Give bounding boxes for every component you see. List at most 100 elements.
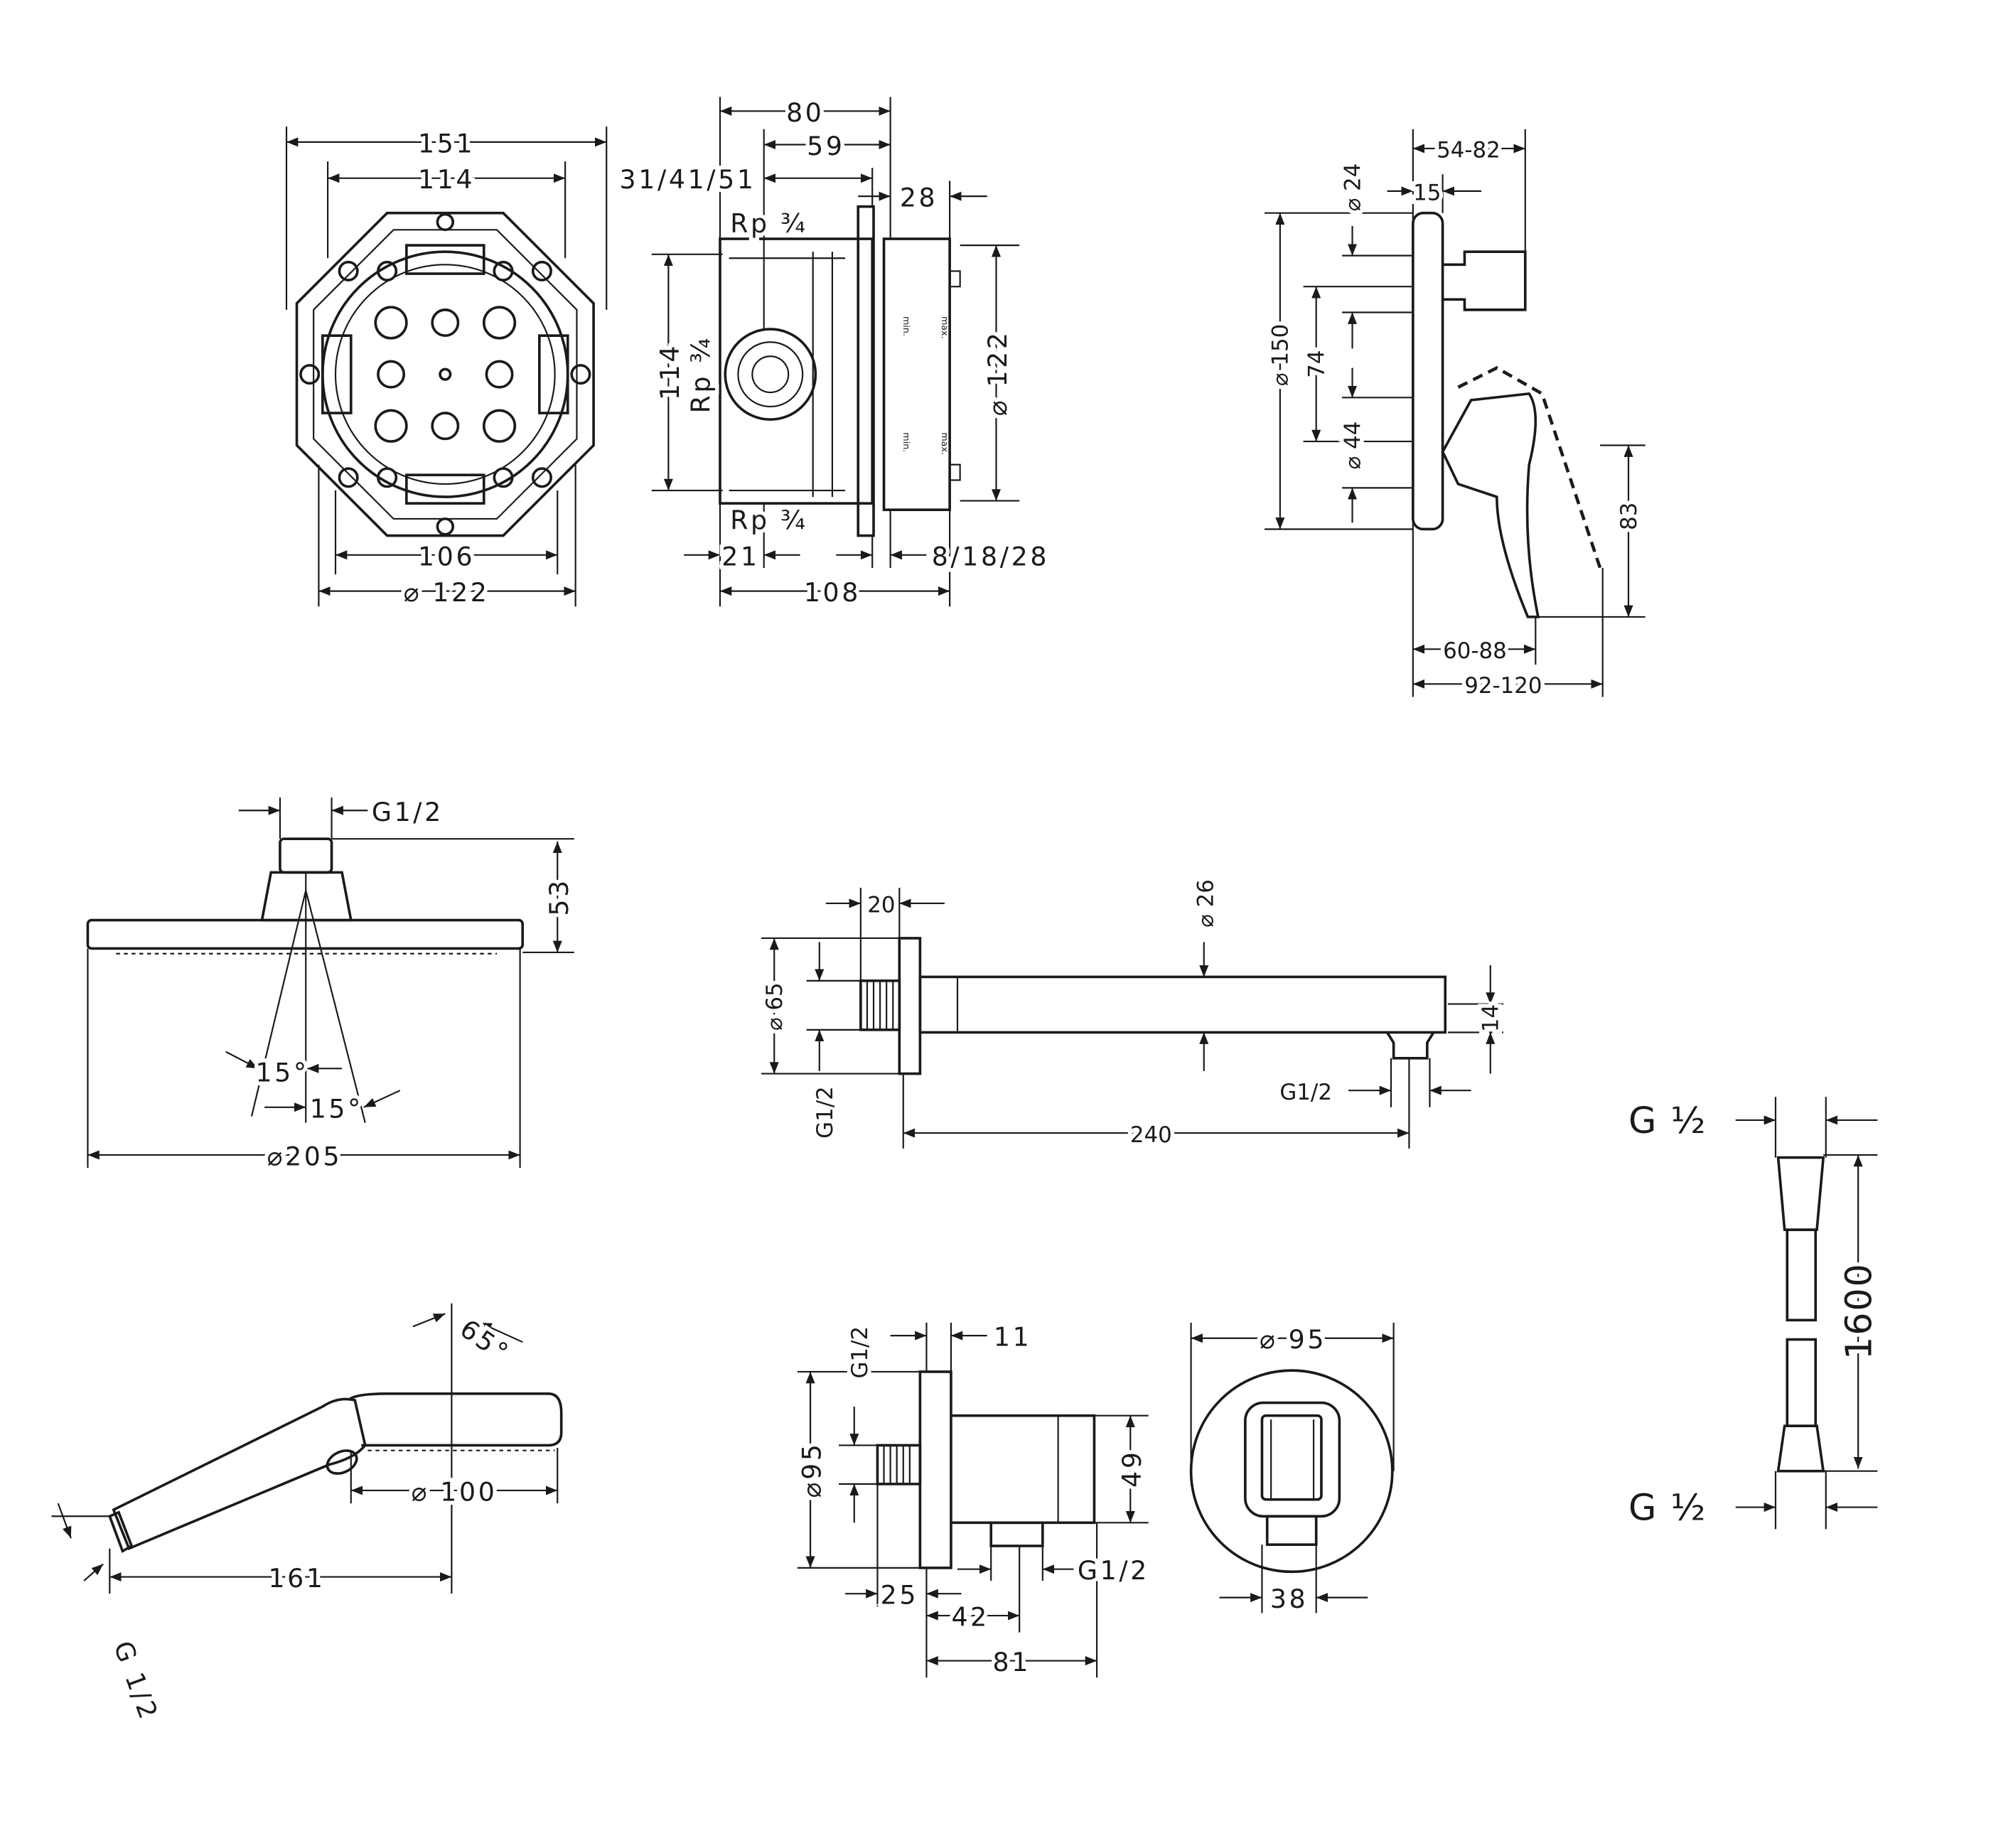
spray-angle-lines	[250, 872, 366, 1123]
lever-alternate-position	[1457, 365, 1602, 569]
dim-65: ⌀ 65	[762, 982, 788, 1031]
thread-g12: G1/2	[372, 797, 444, 827]
dim-42: 42	[951, 1602, 989, 1633]
outlet-connector	[989, 1521, 1044, 1547]
mounting-box-front-view: 151 114 106 ⌀ 122	[285, 124, 608, 612]
thread-top: G ½	[1628, 1100, 1707, 1141]
box-ring-inner	[334, 264, 556, 485]
angle-15-2: 15°	[310, 1093, 363, 1124]
mixer-side-view: 54-82 15 ⌀ 24 ⌀ 150 74 ⌀ 44 83 60-88 92-…	[1264, 129, 1646, 702]
shower-nut	[279, 837, 333, 874]
wall-outlet-side-view: G1/2 11 ⌀95 49 25 42 G1/2 81	[793, 1318, 1151, 1681]
thread-g12: G 1/2	[107, 1637, 164, 1725]
box-plate	[857, 205, 875, 537]
thread-wall: G1/2	[847, 1326, 873, 1379]
dim-114: 114	[655, 343, 685, 400]
label-rp-side: Rp ¾	[685, 335, 716, 414]
hand-shower-thread	[108, 1510, 134, 1553]
box-body	[719, 237, 874, 505]
dim-74: 74	[1304, 350, 1330, 377]
dim-53: 53	[544, 878, 574, 915]
thread-outlet: G1/2	[1078, 1555, 1149, 1586]
dim-54-82: 54-82	[1437, 138, 1501, 163]
thread-arrow-a	[57, 1503, 72, 1539]
dim-122: ⌀ 122	[982, 330, 1013, 416]
dim-108: 108	[804, 577, 861, 608]
extension-lines	[1265, 129, 1646, 697]
dim-21: 21	[721, 541, 759, 571]
extension-lines	[651, 97, 1020, 607]
dim-114: 114	[418, 164, 475, 195]
label-min-top: min.	[901, 316, 912, 336]
dim-161: 161	[268, 1563, 325, 1594]
angle-65: 65°	[454, 1314, 515, 1369]
thread-bottom: G ½	[1628, 1487, 1707, 1529]
angle-15-1: 15°	[255, 1057, 308, 1087]
dim-151: 151	[418, 128, 475, 159]
arm-tube	[918, 975, 1447, 1034]
box-ring	[321, 250, 569, 498]
dim-100: ⌀ 100	[412, 1476, 498, 1507]
wall-outlet-front-view: ⌀ 95 38	[1189, 1321, 1395, 1618]
label-min-bottom: min.	[901, 432, 912, 452]
dim-28: 28	[900, 183, 938, 213]
label-rp-bottom: Rp ¾	[730, 505, 808, 535]
angle-arrow-65a	[412, 1313, 446, 1328]
box-screw-bosses	[299, 213, 591, 536]
dim-14: 14	[1478, 1004, 1504, 1032]
hand-shower-head	[347, 1392, 563, 1447]
angle-arrow-1a	[225, 1051, 259, 1070]
shower-hose: G ½ G ½ 1600	[1625, 1096, 1884, 1533]
dim-205: ⌀205	[267, 1141, 343, 1171]
dim-80: 80	[786, 97, 824, 128]
dim-59: 59	[807, 131, 844, 161]
box-cover	[882, 237, 951, 512]
outlet-flange	[918, 1370, 952, 1569]
label-max-bottom: max.	[940, 432, 950, 455]
dim-92-120: 92-120	[1464, 673, 1542, 699]
thread-wall: G1/2	[812, 1086, 838, 1139]
dim-11: 11	[994, 1322, 1031, 1353]
label-max-top: max.	[940, 316, 950, 339]
hose-bottom-nut	[1776, 1424, 1825, 1473]
dim-26: ⌀ 26	[1193, 879, 1218, 928]
dim-49: 49	[1117, 1449, 1147, 1487]
thread-outlet: G1/2	[1279, 1080, 1332, 1105]
dim-240: 240	[1130, 1122, 1172, 1148]
box-octagon-inner	[313, 229, 578, 520]
angle-arrow-65b	[479, 1321, 523, 1343]
hand-shower-handle	[112, 1397, 367, 1551]
mixer-lever	[1441, 392, 1540, 618]
arm-outlet	[1385, 1031, 1435, 1060]
outlet-holder-inner	[1260, 1414, 1323, 1501]
diverter-knob	[1442, 250, 1527, 311]
dim-8-18-28: 8/18/28	[932, 541, 1049, 571]
outlet-body	[950, 1414, 1096, 1525]
overhead-shower: G1/2 53 15° 15° ⌀205	[86, 793, 578, 1176]
dim-20: 20	[867, 893, 895, 918]
dim-106: 106	[418, 541, 475, 571]
shower-arm: 20 ⌀ 26 ⌀ 65 G1/2 14 G1/2 240	[758, 876, 1508, 1152]
thread-arrow-b	[83, 1563, 104, 1581]
dim-25: 25	[881, 1580, 918, 1611]
box-port	[724, 328, 817, 421]
box-octagon-frame	[295, 211, 595, 537]
outlet-connector	[1265, 1515, 1318, 1547]
dim-122: ⌀ 122	[404, 577, 490, 608]
dim-81: 81	[993, 1647, 1031, 1677]
dim-15: 15	[1413, 181, 1441, 206]
escutcheon-plate	[1412, 211, 1444, 531]
dim-95: ⌀ 95	[1260, 1324, 1326, 1355]
dim-38: 38	[1270, 1584, 1308, 1614]
hand-shower-button	[326, 1449, 358, 1475]
arm-flange	[898, 937, 922, 1075]
dim-83: 83	[1616, 503, 1642, 530]
dim-95: ⌀95	[797, 1441, 827, 1498]
dim-60-88: 60-88	[1443, 638, 1507, 664]
dim-150: ⌀ 150	[1268, 324, 1294, 386]
hand-shower: 65° ⌀ 100 161 G 1/2	[51, 1303, 563, 1729]
label-rp-top: Rp ¾	[730, 208, 808, 239]
hose-top-nut	[1776, 1156, 1825, 1232]
outlet-rosette	[1189, 1369, 1394, 1574]
